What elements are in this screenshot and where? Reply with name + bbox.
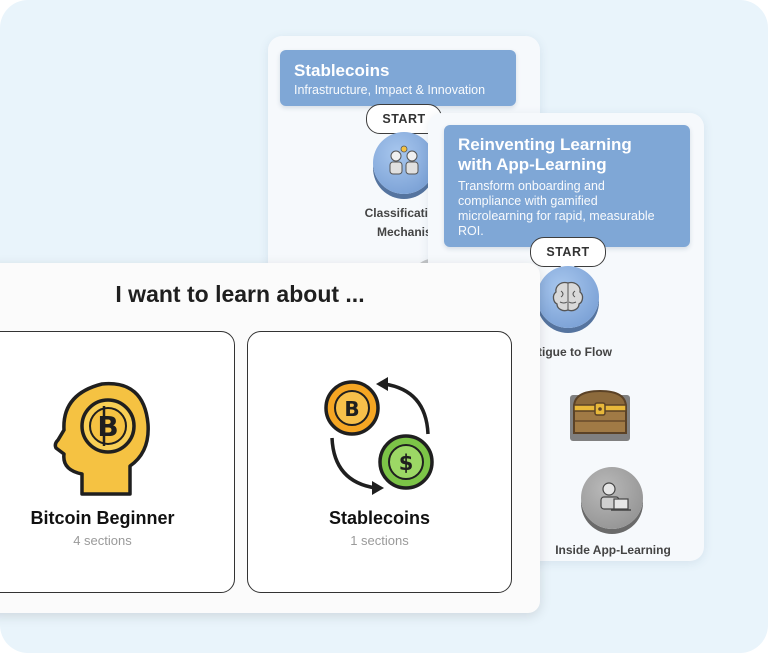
description-line1: Transform onboarding and bbox=[458, 179, 605, 193]
topic-card-bitcoin-beginner[interactable]: B Bitcoin Beginner 4 sections bbox=[0, 331, 235, 593]
stablecoins-path-title: Stablecoins bbox=[294, 61, 390, 80]
svg-text:$: $ bbox=[399, 451, 414, 475]
app-learning-description: Transform onboarding and compliance with… bbox=[458, 179, 676, 239]
app-learning-title-line1: Reinventing Learning bbox=[458, 135, 632, 154]
topic-count-bitcoin-beginner: 4 sections bbox=[73, 533, 132, 548]
stablecoins-path-header: Stablecoins Infrastructure, Impact & Inn… bbox=[280, 50, 516, 106]
topic-name-stablecoins: Stablecoins bbox=[328, 508, 431, 528]
app-learning-title: Reinventing Learning with App-Learning bbox=[458, 135, 676, 175]
classifications-node[interactable] bbox=[373, 132, 435, 194]
topic-chooser-card: I want to learn about ... B Bitcoin Begi… bbox=[0, 263, 540, 613]
svg-text:B: B bbox=[344, 397, 359, 421]
fatigue-to-flow-label: Fatigue to Flow bbox=[524, 345, 612, 359]
topic-count-stablecoins: 1 sections bbox=[350, 533, 409, 548]
chooser-title: I want to learn about ... bbox=[115, 281, 365, 307]
fatigue-to-flow-node[interactable] bbox=[537, 266, 599, 328]
treasure-chest-icon bbox=[570, 389, 630, 441]
person-laptop-icon bbox=[600, 482, 631, 511]
bitcoin-head-icon: B bbox=[53, 381, 150, 496]
app-learning-start-bubble[interactable]: START bbox=[530, 237, 606, 267]
topic-card-stablecoins[interactable]: B $ Stablecoins 1 sections bbox=[247, 331, 512, 593]
topic-name-bitcoin-beginner: Bitcoin Beginner bbox=[30, 508, 175, 528]
coin-exchange-icon: B $ bbox=[324, 377, 434, 495]
svg-text:B: B bbox=[97, 410, 118, 443]
description-line3: microlearning for rapid, measurable bbox=[458, 209, 655, 223]
app-learning-title-line2: with App-Learning bbox=[458, 155, 607, 174]
brain-icon bbox=[552, 281, 584, 312]
people-network-icon bbox=[389, 145, 419, 175]
inside-app-learning-node[interactable] bbox=[581, 467, 643, 529]
description-line4: ROI. bbox=[458, 224, 484, 238]
stablecoins-path-subtitle: Infrastructure, Impact & Innovation bbox=[294, 83, 486, 97]
treasure-chest[interactable] bbox=[568, 385, 632, 441]
inside-app-learning-label: Inside App-Learning bbox=[555, 543, 671, 557]
description-line2: compliance with gamified bbox=[458, 194, 598, 208]
app-learning-header: Reinventing Learning with App-Learning T… bbox=[444, 125, 690, 247]
